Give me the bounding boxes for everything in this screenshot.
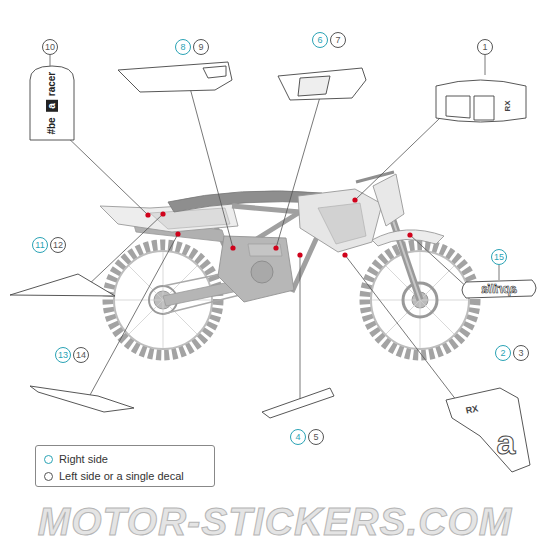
watermark: MOTOR-STICKERS.COM bbox=[38, 502, 512, 541]
decal-text: #be bbox=[47, 117, 57, 134]
callout-circle: 10 bbox=[42, 39, 58, 55]
decal-shapes bbox=[10, 62, 536, 472]
callout-circle: 11 bbox=[32, 237, 48, 253]
callout-circle: 13 bbox=[55, 347, 71, 363]
legend-row: Right side bbox=[44, 451, 206, 467]
callout-number: 7 bbox=[335, 36, 340, 45]
callout-circle: 4 bbox=[290, 429, 306, 445]
callout-number: 10 bbox=[45, 43, 55, 52]
callout-number: 15 bbox=[494, 253, 504, 262]
legend-box: Right sideLeft side or a single decal bbox=[35, 445, 215, 487]
callout-number: 14 bbox=[76, 351, 86, 360]
callout-number: 8 bbox=[180, 43, 185, 52]
attach-points bbox=[145, 197, 412, 257]
callout-circle: 8 bbox=[175, 39, 191, 55]
callout-circle: 5 bbox=[308, 429, 324, 445]
callout-circle: 9 bbox=[193, 39, 209, 55]
callout-circle: 1 bbox=[477, 39, 493, 55]
callout-number: 13 bbox=[58, 351, 68, 360]
legend-text: Right side bbox=[59, 453, 108, 465]
decal-text: racer bbox=[47, 72, 57, 96]
decal-text: RX bbox=[504, 100, 512, 111]
legend-row: Left side or a single decal bbox=[44, 468, 206, 484]
callout-number: 4 bbox=[295, 433, 300, 442]
callout-number: 3 bbox=[518, 349, 523, 358]
callout-number: 6 bbox=[317, 36, 322, 45]
callout-number: 9 bbox=[198, 43, 203, 52]
callout-circle: 6 bbox=[312, 32, 328, 48]
callout-circle: 3 bbox=[513, 345, 529, 361]
decal-text: a bbox=[46, 100, 58, 112]
callout-number: 11 bbox=[35, 241, 44, 250]
callout-circle: 2 bbox=[495, 345, 511, 361]
callout-number: 5 bbox=[313, 433, 318, 442]
callout-circle: 14 bbox=[73, 347, 89, 363]
leader-lines bbox=[50, 55, 499, 405]
legend-text: Left side or a single decal bbox=[59, 470, 184, 482]
decal-text: aprilia bbox=[481, 283, 516, 295]
legend-circle bbox=[44, 455, 53, 464]
callout-circle: 7 bbox=[330, 32, 346, 48]
callout-number: 1 bbox=[482, 43, 487, 52]
callout-circle: 15 bbox=[491, 249, 507, 265]
callout-circle: 12 bbox=[50, 237, 66, 253]
callout-number: 12 bbox=[53, 241, 63, 250]
callout-number: 2 bbox=[500, 349, 505, 358]
legend-circle bbox=[44, 472, 53, 481]
decal-text: a bbox=[497, 425, 516, 459]
